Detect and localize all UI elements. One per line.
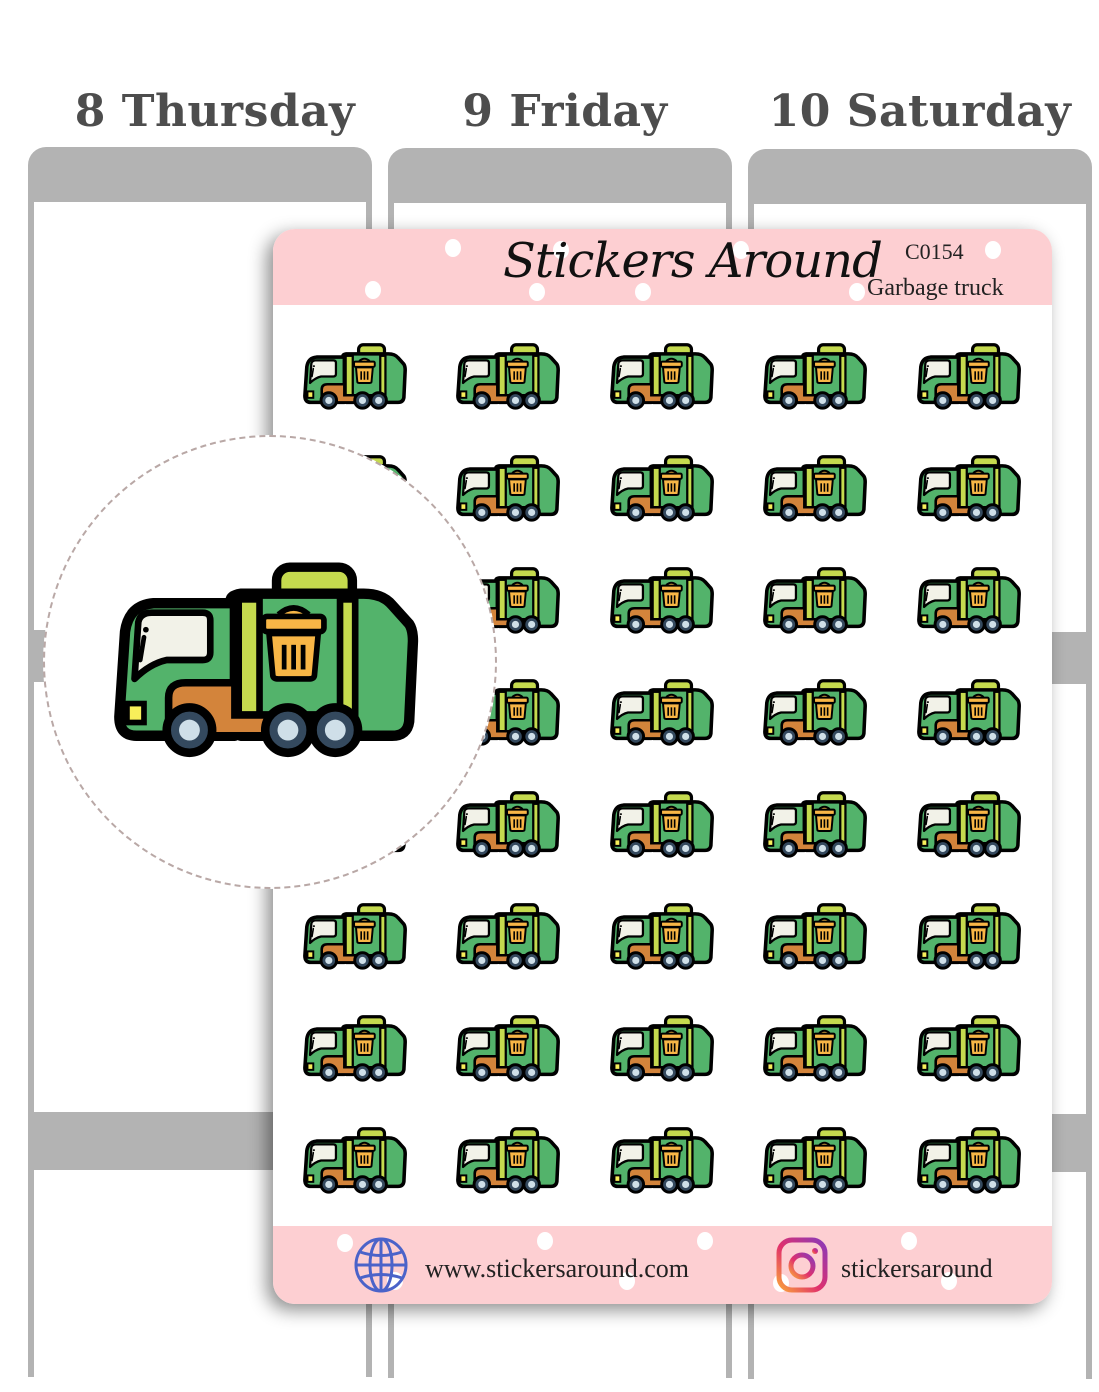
garbage-truck-icon [454, 899, 564, 974]
garbage-truck-icon [608, 675, 718, 750]
garbage-truck-icon [915, 675, 1025, 750]
globe-icon [353, 1237, 409, 1300]
garbage-truck-icon [915, 1123, 1025, 1198]
garbage-truck-icon [301, 339, 411, 414]
garbage-truck-icon [761, 899, 871, 974]
garbage-truck-icon [454, 451, 564, 526]
garbage-truck-icon [761, 563, 871, 638]
instagram-handle: stickersaround [841, 1253, 993, 1283]
garbage-truck-icon [608, 1011, 718, 1086]
day-header-thursday: 8 Thursday [74, 86, 356, 137]
garbage-truck-icon [761, 1011, 871, 1086]
garbage-truck-icon [915, 787, 1025, 862]
instagram-link[interactable]: stickersaround [775, 1237, 993, 1300]
garbage-truck-icon [301, 1123, 411, 1198]
garbage-truck-icon [915, 339, 1025, 414]
garbage-truck-icon [915, 1011, 1025, 1086]
garbage-truck-icon [454, 1123, 564, 1198]
garbage-truck-icon [608, 451, 718, 526]
garbage-truck-icon [761, 1123, 871, 1198]
garbage-truck-icon [301, 899, 411, 974]
garbage-truck-icon [761, 675, 871, 750]
garbage-truck-icon [915, 451, 1025, 526]
garbage-truck-icon [301, 1011, 411, 1086]
garbage-truck-icon [915, 899, 1025, 974]
sheet-footer: www.stickersaround.com st [273, 1226, 1052, 1304]
website-link[interactable]: www.stickersaround.com [353, 1237, 689, 1300]
instagram-icon [775, 1237, 831, 1300]
garbage-truck-icon [608, 1123, 718, 1198]
garbage-truck-icon [608, 899, 718, 974]
garbage-truck-icon [608, 563, 718, 638]
garbage-truck-icon [454, 787, 564, 862]
brand-title: Stickers Around [503, 233, 883, 289]
product-code: C0154 [905, 239, 964, 264]
garbage-truck-icon [608, 787, 718, 862]
product-name: Garbage truck [867, 275, 1004, 301]
website-text: www.stickersaround.com [425, 1253, 690, 1283]
garbage-truck-icon [761, 451, 871, 526]
garbage-truck-icon [608, 339, 718, 414]
garbage-truck-icon [454, 1011, 564, 1086]
garbage-truck-icon [761, 787, 871, 862]
garbage-truck-icon [761, 339, 871, 414]
garbage-truck-icon [915, 563, 1025, 638]
garbage-truck-icon [454, 339, 564, 414]
day-header-saturday: 10 Saturday [768, 86, 1072, 137]
garbage-truck-icon [108, 555, 430, 765]
day-header-friday: 9 Friday [462, 86, 668, 137]
sheet-header: Stickers Around C0154 Garbage truck [273, 229, 1052, 305]
